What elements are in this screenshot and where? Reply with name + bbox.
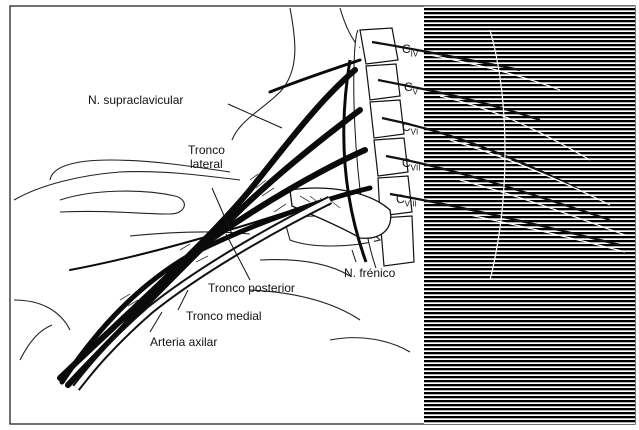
label-tronco-medial: Tronco medial	[186, 310, 262, 323]
vertebra-label-c5: CV	[404, 80, 418, 96]
vertebra-label-c8: CVIII	[396, 192, 417, 208]
vertebra-label-c7: CVII	[402, 156, 420, 172]
label-frenico: N. frénico	[344, 267, 395, 280]
label-tronco-lateral-1: Tronco	[188, 144, 225, 157]
vertebra-label-c6: CVI	[402, 120, 418, 136]
vertebra-label-c4: CIV	[402, 42, 418, 58]
label-tronco-lateral-2: lateral	[190, 158, 223, 171]
label-supraclavicular: N. supraclavicular	[88, 94, 183, 107]
label-tronco-posterior: Tronco posterior	[208, 282, 295, 295]
label-arteria-axilar: Arteria axilar	[150, 336, 217, 349]
muscle-region	[424, 6, 635, 424]
